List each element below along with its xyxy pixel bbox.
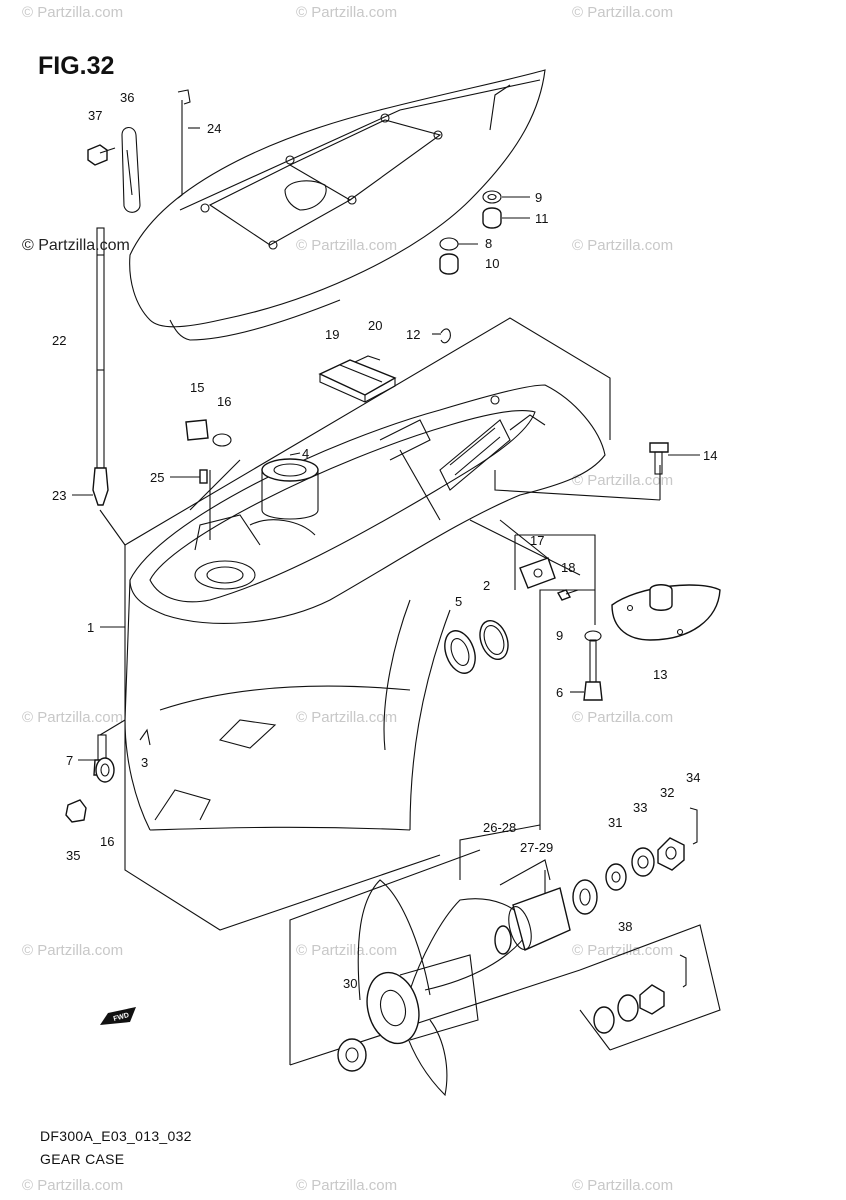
callout-13: 13 <box>653 667 667 682</box>
watermark: © Partzilla.com <box>572 942 673 959</box>
callout-22: 22 <box>52 333 66 348</box>
callout-10: 10 <box>485 256 499 271</box>
trim-tab-drawing <box>611 584 721 641</box>
callout-12: 12 <box>406 327 420 342</box>
callout-37: 37 <box>88 108 102 123</box>
callout-8: 8 <box>485 236 492 251</box>
callout-36: 36 <box>120 90 134 105</box>
pin-drawing <box>440 328 451 344</box>
callout-9: 9 <box>535 190 542 205</box>
callout-38: 38 <box>618 919 632 934</box>
watermark: © Partzilla.com <box>572 237 673 254</box>
seals-drawing <box>444 619 509 674</box>
callout-25: 25 <box>150 470 164 485</box>
drain-drawing <box>65 728 151 823</box>
callout-33: 33 <box>633 800 647 815</box>
callout-23: 23 <box>52 488 66 503</box>
callout-34: 34 <box>686 770 700 785</box>
callout-1: 1 <box>87 620 94 635</box>
propeller-drawing <box>337 807 698 1097</box>
callout-27-29: 27-29 <box>520 840 553 855</box>
bolt-drawing <box>583 630 603 701</box>
callout-9: 9 <box>556 628 563 643</box>
callout-6: 6 <box>556 685 563 700</box>
leader-lines <box>72 127 700 761</box>
callout-31: 31 <box>608 815 622 830</box>
bracket-drawing <box>87 126 141 213</box>
diagram-code: DF300A_E03_013_032 <box>40 1128 192 1144</box>
forward-badge: FWD <box>100 1007 136 1025</box>
watermark: © Partzilla.com <box>572 1177 673 1194</box>
callout-3: 3 <box>141 755 148 770</box>
figure-title: FIG.32 <box>38 52 115 80</box>
callout-4: 4 <box>302 446 309 461</box>
watermark: © Partzilla.com <box>296 1177 397 1194</box>
plate-drawing <box>519 557 579 601</box>
watermark: © Partzilla.com <box>22 1177 123 1194</box>
clip-drawing <box>177 89 191 199</box>
forward-badge-text: FWD <box>113 1012 130 1023</box>
watermark: © Partzilla.com <box>296 4 397 21</box>
upper-plate-drawing <box>129 69 546 341</box>
grommet-drawing <box>185 419 232 484</box>
watermark: © Partzilla.com <box>296 942 397 959</box>
diagram-name: GEAR CASE <box>40 1151 125 1167</box>
watermark: © Partzilla.com <box>572 709 673 726</box>
callout-30: 30 <box>343 976 357 991</box>
callout-19: 19 <box>325 327 339 342</box>
callout-14: 14 <box>703 448 717 463</box>
watermark: © Partzilla.com <box>296 237 397 254</box>
bolt-14-drawing <box>649 442 669 475</box>
watermarks: © Partzilla.com © Partzilla.com © Partzi… <box>22 4 673 1194</box>
callout-5: 5 <box>455 594 462 609</box>
watermark: © Partzilla.com <box>572 472 673 489</box>
watermark: © Partzilla.com <box>22 237 130 254</box>
gear-case-drawing <box>124 384 606 831</box>
callout-labels: 1 2 3 4 5 6 7 8 9 9 10 11 12 13 14 15 16… <box>52 90 717 991</box>
washers-drawing <box>439 190 502 275</box>
callout-32: 32 <box>660 785 674 800</box>
watermark: © Partzilla.com <box>572 4 673 21</box>
callout-16: 16 <box>217 394 231 409</box>
watermark: © Partzilla.com <box>22 709 123 726</box>
callout-17: 17 <box>530 533 544 548</box>
callout-15: 15 <box>190 380 204 395</box>
callout-16: 16 <box>100 834 114 849</box>
callout-20: 20 <box>368 318 382 333</box>
callout-7: 7 <box>66 753 73 768</box>
callout-24: 24 <box>207 121 221 136</box>
callout-35: 35 <box>66 848 80 863</box>
watermark: © Partzilla.com <box>296 709 397 726</box>
callout-2: 2 <box>483 578 490 593</box>
watermark: © Partzilla.com <box>22 942 123 959</box>
callout-18: 18 <box>561 560 575 575</box>
watermark: © Partzilla.com <box>22 4 123 21</box>
anode-drawing <box>318 355 397 403</box>
callout-11: 11 <box>535 211 549 226</box>
callout-26-28: 26-28 <box>483 820 516 835</box>
shaft-drawing <box>92 227 109 506</box>
